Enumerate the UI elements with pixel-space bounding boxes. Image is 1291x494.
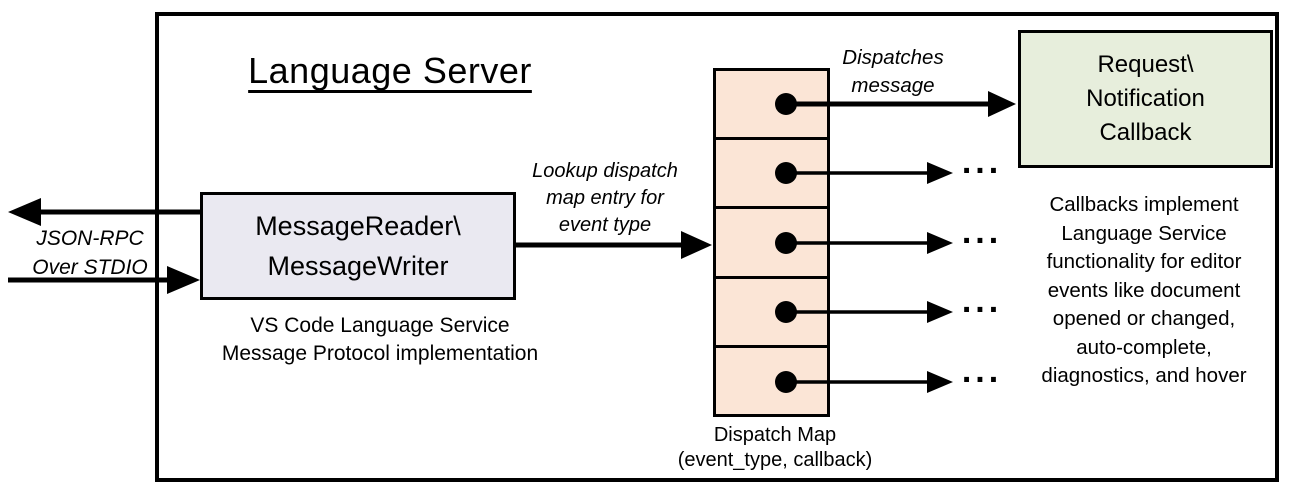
ellipsis-row2: ... bbox=[961, 143, 1003, 181]
dispatch-map-caption: Dispatch Map (event_type, callback) bbox=[677, 424, 873, 471]
message-reader-writer-box: MessageReader\ MessageWriter bbox=[200, 192, 516, 300]
message-box-caption: VS Code Language Service Message Protoco… bbox=[221, 314, 539, 365]
ellipsis-row5: ... bbox=[961, 352, 1003, 390]
lookup-dispatch-label: Lookup dispatch map entry for event type bbox=[532, 160, 678, 236]
dispatch-map bbox=[713, 68, 830, 417]
ellipsis-row3: ... bbox=[961, 213, 1003, 251]
request-notification-callback-box: Request\ Notification Callback bbox=[1018, 30, 1273, 168]
callbacks-note: Callbacks implement Language Service fun… bbox=[1041, 193, 1247, 387]
ellipsis-row4: ... bbox=[961, 282, 1003, 320]
json-rpc-stdio-label: JSON-RPC Over STDIO bbox=[32, 227, 148, 279]
dispatch-map-cell bbox=[716, 209, 827, 279]
dispatch-map-cell bbox=[716, 71, 827, 141]
diagram-title: Language Server bbox=[248, 50, 532, 91]
dispatch-map-cell bbox=[716, 278, 827, 348]
dispatches-message-label: Dispatches message bbox=[842, 46, 944, 97]
dispatch-map-cell bbox=[716, 140, 827, 210]
dispatch-map-cell bbox=[716, 347, 827, 415]
